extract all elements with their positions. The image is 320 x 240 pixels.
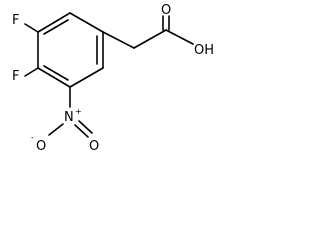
nitro-oxygen-label-left: O bbox=[36, 139, 46, 154]
nitro-minus-charge: - bbox=[31, 133, 34, 142]
bond-ch2-carboxyl-c bbox=[133, 29, 167, 49]
nitro-nitrogen-label: N bbox=[64, 110, 74, 125]
bond-c4-f bbox=[24, 67, 39, 77]
nitro-plus-charge: + bbox=[75, 107, 82, 116]
fluorine-label-mid: F bbox=[12, 69, 19, 84]
fluorine-label-top: F bbox=[12, 13, 19, 28]
ring-bond-c6-c1 bbox=[69, 12, 104, 33]
nitro-oxygen-label-down: O bbox=[89, 139, 99, 154]
hydroxyl-label: OH bbox=[194, 43, 214, 58]
ring-bond-c2-c3 bbox=[69, 67, 104, 88]
bond-n-o-down-1 bbox=[74, 124, 89, 138]
bond-n-o-down-2 bbox=[78, 120, 93, 134]
carbonyl-oxygen-label: O bbox=[161, 3, 171, 18]
bond-ring-ch2 bbox=[102, 31, 135, 49]
bond-n-o-left bbox=[48, 123, 64, 136]
bond-c-oh bbox=[165, 29, 194, 45]
benzene-ring bbox=[37, 12, 104, 88]
ring-bond-c5-c6 bbox=[37, 12, 71, 33]
chemical-structure: F F N + O - O O OH bbox=[12, 3, 214, 154]
ring-double-bond-c3-c4 bbox=[43, 65, 69, 81]
ring-bond-c3-c4 bbox=[37, 67, 71, 88]
bond-c5-f bbox=[24, 23, 39, 33]
ring-double-bond-c5-c6 bbox=[43, 19, 69, 35]
